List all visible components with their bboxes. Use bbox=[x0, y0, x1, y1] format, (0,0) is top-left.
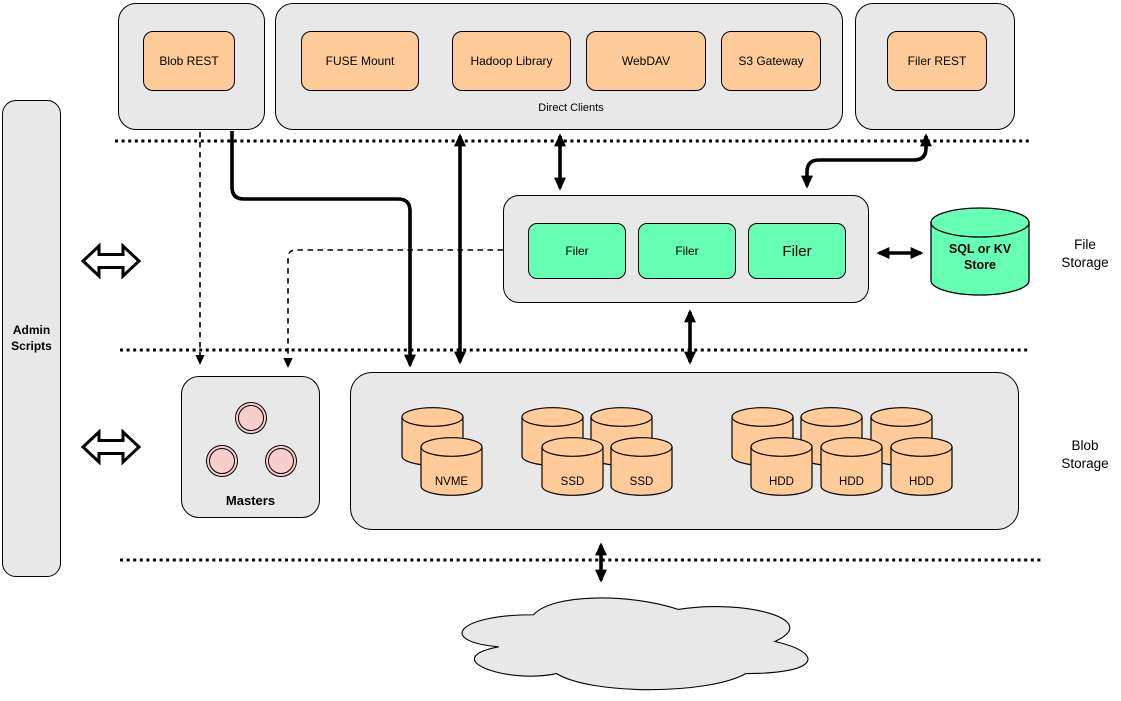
blob-rest-box: Blob REST bbox=[143, 31, 235, 91]
hdd-disk-cylinder: HDD bbox=[750, 437, 813, 497]
masters-group: Masters bbox=[181, 376, 320, 518]
filer-box-2: Filer bbox=[638, 223, 736, 279]
masters-label: Masters bbox=[225, 493, 276, 508]
hdd-disk-label: HDD bbox=[839, 476, 864, 488]
master-node-circle bbox=[206, 445, 238, 477]
direct-clients-caption: Direct Clients bbox=[538, 102, 604, 114]
filer-rest-box: Filer REST bbox=[887, 31, 987, 91]
metadata-store-cylinder: SQL or KV Store bbox=[930, 207, 1030, 296]
master-node-circle bbox=[235, 402, 267, 434]
blob-storage-group: NVME SSD SSD HDD bbox=[350, 372, 1019, 530]
filer-cluster-group: Filer Filer Filer bbox=[503, 195, 869, 303]
filer-rest-group: Filer REST bbox=[855, 3, 1015, 130]
fuse-mount-box: FUSE Mount bbox=[301, 31, 419, 91]
filer-label-3: Filer bbox=[782, 242, 812, 260]
blob-rest-label: Blob REST bbox=[159, 54, 219, 68]
nvme-disk-cylinder: NVME bbox=[420, 437, 483, 497]
fuse-mount-label: FUSE Mount bbox=[325, 54, 395, 68]
filer-label-1: Filer bbox=[565, 244, 589, 258]
blob-rest-group: Blob REST bbox=[118, 3, 265, 130]
direct-clients-group: FUSE Mount Hadoop Library WebDAV S3 Gate… bbox=[275, 3, 843, 130]
admin-scripts-label: Admin Scripts bbox=[11, 322, 52, 353]
admin-filestorage-double-arrow bbox=[80, 242, 142, 280]
connector-filer-masters-dashed bbox=[283, 249, 503, 368]
hadoop-library-box: Hadoop Library bbox=[452, 31, 571, 91]
hdd-disk-label: HDD bbox=[769, 476, 794, 488]
ssd-disk-cylinder: SSD bbox=[541, 437, 604, 497]
cloud-tier-label: Cloud Tier bbox=[594, 631, 662, 646]
hdd-disk-label: HDD bbox=[909, 476, 934, 488]
hdd-disk-cylinder: HDD bbox=[890, 437, 953, 497]
filer-rest-label: Filer REST bbox=[907, 54, 967, 68]
nvme-disk-label: NVME bbox=[434, 476, 469, 488]
admin-scripts-bar: Admin Scripts bbox=[2, 100, 61, 577]
ssd-disk-label: SSD bbox=[560, 476, 585, 488]
webdav-label: WebDAV bbox=[621, 54, 671, 68]
filer-label-2: Filer bbox=[675, 244, 699, 258]
connector-blobrest-blobstorage bbox=[230, 131, 416, 368]
hadoop-library-label: Hadoop Library bbox=[470, 54, 553, 68]
connector-filerrest-filer bbox=[801, 133, 932, 189]
admin-blobstorage-double-arrow bbox=[80, 428, 142, 466]
hdd-disk-cylinder: HDD bbox=[820, 437, 883, 497]
s3-gateway-label: S3 Gateway bbox=[738, 54, 804, 68]
blob-storage-section-label: Blob Storage bbox=[1061, 438, 1109, 471]
cylinder-shape bbox=[930, 207, 1030, 296]
s3-gateway-box: S3 Gateway bbox=[721, 31, 821, 91]
ssd-disk-cylinder: SSD bbox=[610, 437, 673, 497]
filer-box-1: Filer bbox=[528, 223, 626, 279]
master-node-circle bbox=[265, 445, 297, 477]
metadata-store-label: SQL or KV Store bbox=[948, 241, 1012, 272]
webdav-box: WebDAV bbox=[586, 31, 706, 91]
file-storage-section-label: File Storage bbox=[1061, 237, 1109, 270]
ssd-disk-label: SSD bbox=[629, 476, 654, 488]
filer-box-3: Filer bbox=[748, 223, 846, 279]
